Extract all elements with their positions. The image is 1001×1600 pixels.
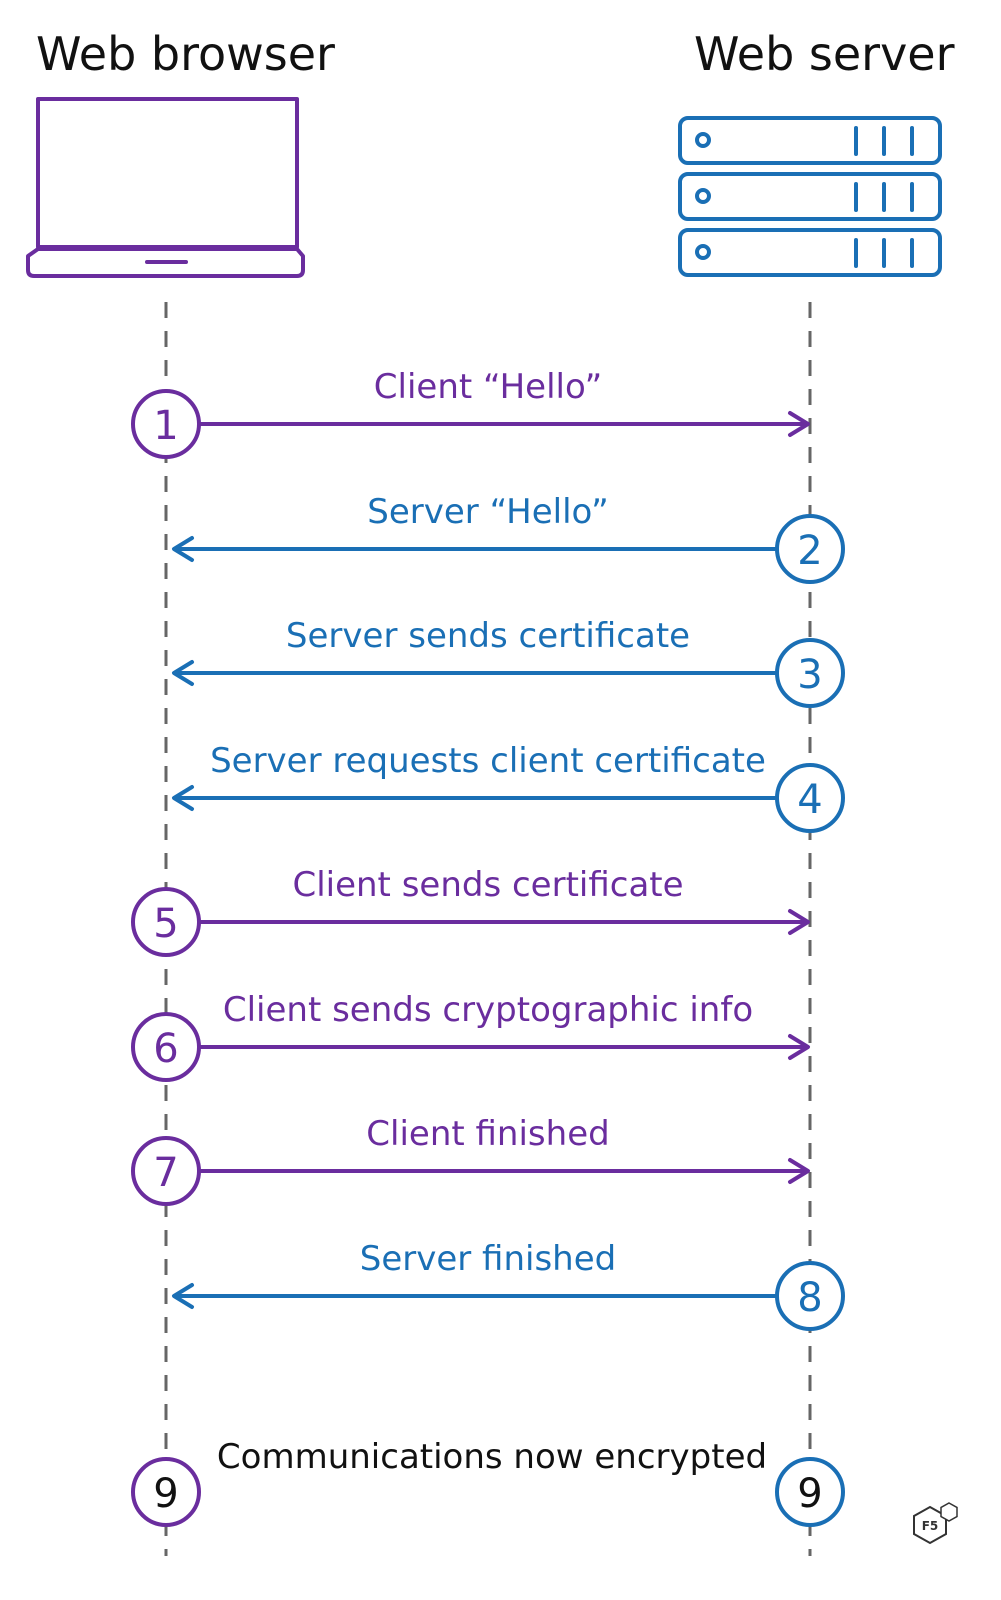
step-circle-client-9 — [131, 1457, 201, 1527]
web-browser-title: Web browser — [36, 27, 335, 81]
f5-labs-logo-icon: F5 — [913, 1502, 958, 1545]
step-number: 8 — [797, 1275, 822, 1321]
step-circle — [775, 1261, 845, 1331]
step-circle — [131, 1012, 201, 1082]
final-row: Communications now encrypted 9 9 — [131, 1437, 845, 1527]
arrowhead-icon — [788, 1034, 810, 1060]
arrowhead-icon — [172, 660, 194, 686]
message-label: Client finished — [366, 1114, 609, 1154]
message-step-7: Client finished 7 — [131, 1114, 810, 1206]
arrowhead-icon — [172, 785, 194, 811]
message-step-2: Server “Hello” 2 — [172, 492, 845, 584]
svg-text:F5: F5 — [922, 1519, 939, 1533]
message-step-5: Client sends certificate 5 — [131, 865, 810, 957]
server-rack-icon — [678, 116, 942, 277]
message-step-3: Server sends certificate 3 — [172, 616, 845, 708]
final-label: Communications now encrypted — [217, 1437, 767, 1477]
message-label: Client sends cryptographic info — [223, 990, 753, 1030]
step-number: 5 — [153, 901, 178, 947]
step-number: 2 — [797, 528, 822, 574]
message-step-6: Client sends cryptographic info 6 — [131, 990, 810, 1082]
laptop-icon — [26, 97, 305, 278]
arrowhead-icon — [172, 536, 194, 562]
arrowhead-icon — [788, 1158, 810, 1184]
step-circle — [775, 763, 845, 833]
step-circle — [131, 887, 201, 957]
step-number: 1 — [153, 403, 178, 449]
message-label: Server sends certificate — [286, 616, 690, 656]
message-label: Server finished — [360, 1239, 616, 1279]
message-label: Server requests client certificate — [210, 741, 766, 781]
step-circle — [775, 638, 845, 708]
message-label: Server “Hello” — [367, 492, 608, 532]
step-number: 3 — [797, 652, 822, 698]
message-label: Client “Hello” — [374, 367, 602, 407]
arrowhead-icon — [788, 909, 810, 935]
message-step-1: Client “Hello” 1 — [131, 367, 810, 459]
arrowhead-icon — [788, 411, 810, 437]
step-circle — [131, 1136, 201, 1206]
message-step-8: Server finished 8 — [172, 1239, 845, 1331]
web-server-title: Web server — [694, 27, 955, 81]
arrowhead-icon — [172, 1283, 194, 1309]
step-number: 7 — [153, 1150, 178, 1196]
message-step-4: Server requests client certificate 4 — [172, 741, 845, 833]
message-label: Client sends certificate — [292, 865, 683, 905]
step-number: 4 — [797, 777, 822, 823]
step-number: 6 — [153, 1026, 178, 1072]
step-circle — [775, 514, 845, 584]
step-circle-server-9 — [775, 1457, 845, 1527]
step-circle — [131, 389, 201, 459]
step-number-client-9: 9 — [153, 1471, 178, 1517]
step-number-server-9: 9 — [797, 1471, 822, 1517]
